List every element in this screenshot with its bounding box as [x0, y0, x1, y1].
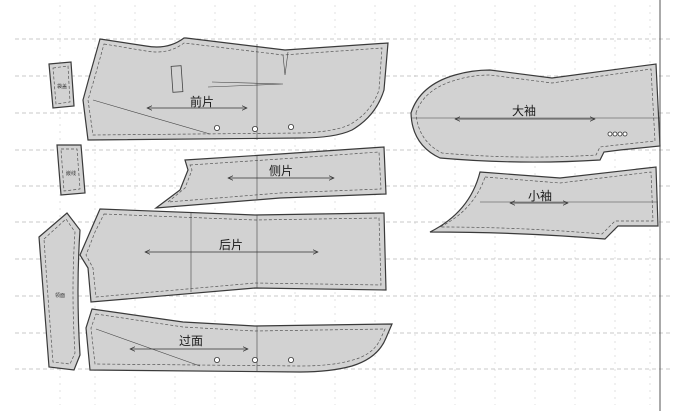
collar-outline: [38, 212, 81, 371]
pocket-flap-label: 袋盖: [57, 83, 67, 90]
under-sleeve-seam: [439, 171, 654, 235]
back-piece-seam: [85, 213, 382, 298]
pattern-piece-front[interactable]: 前片: [82, 37, 389, 141]
front-piece-outline: [82, 37, 389, 141]
facing-piece-seam: [90, 313, 386, 367]
pattern-piece-top-sleeve[interactable]: 大袖: [410, 63, 661, 163]
pattern-piece-pocket-welt[interactable]: 嵌线: [56, 144, 86, 196]
pocket-welt-seam: [60, 148, 81, 192]
collar-seam: [43, 218, 76, 365]
top-sleeve-seam: [415, 68, 656, 158]
side-piece-label: 侧片: [269, 164, 293, 178]
pattern-piece-under-sleeve[interactable]: 小袖: [429, 166, 659, 240]
back-piece-outline: [79, 208, 387, 303]
top-sleeve-label: 大袖: [512, 103, 536, 118]
grid: [15, 0, 670, 411]
pattern-piece-back[interactable]: 后片: [79, 208, 387, 303]
collar-label: 领面: [55, 292, 65, 299]
pocket-welt-outline: [56, 144, 86, 196]
front-piece-seam: [87, 42, 383, 136]
pattern-piece-pocket-flap[interactable]: 袋盖: [48, 61, 75, 109]
side-piece-seam: [166, 151, 382, 203]
facing-piece-outline: [85, 308, 393, 373]
top-sleeve-outline: [410, 63, 661, 163]
under-sleeve-label: 小袖: [528, 188, 552, 203]
pattern-piece-facing[interactable]: 过面: [85, 308, 393, 373]
pocket-welt-label: 嵌线: [66, 170, 76, 177]
back-piece-label: 后片: [219, 238, 243, 252]
facing-piece-label: 过面: [179, 334, 203, 348]
pattern-piece-collar[interactable]: 领面: [38, 212, 81, 371]
front-piece-label: 前片: [190, 94, 214, 109]
pocket-flap-seam: [52, 65, 71, 105]
pattern-piece-side[interactable]: 侧片: [153, 146, 387, 209]
